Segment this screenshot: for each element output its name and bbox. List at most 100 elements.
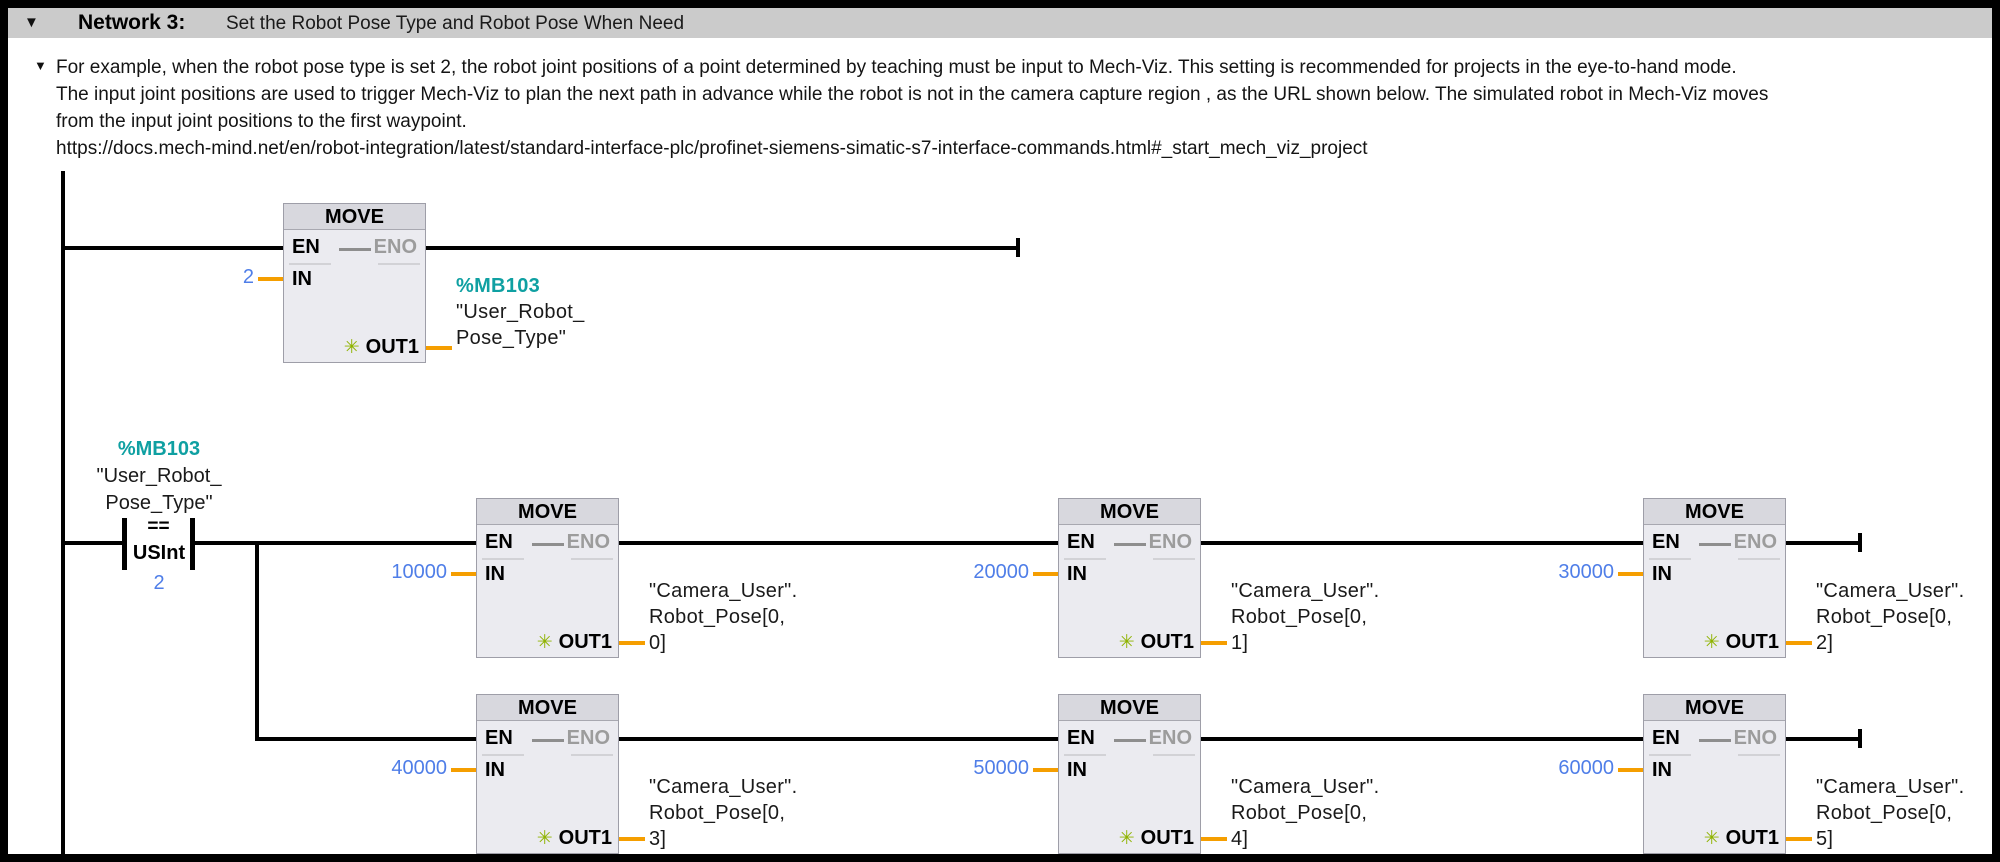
move-out-icon: ✳ <box>343 337 360 358</box>
move-block[interactable]: MOVE EN ENO IN ✳OUT1 <box>476 498 619 658</box>
pin-eno[interactable]: ENO <box>1733 531 1777 553</box>
out-wire <box>1201 837 1227 841</box>
comparator-datatype[interactable]: USInt <box>132 542 186 564</box>
in-constant[interactable]: 10000 <box>391 561 447 583</box>
pin-in[interactable]: IN <box>1067 759 1087 781</box>
comparator-operand[interactable]: %MB103 "User_Robot_ Pose_Type" <box>68 436 250 517</box>
pin-eno[interactable]: ENO <box>373 236 417 258</box>
move-block-title: MOVE <box>1059 499 1200 525</box>
wire-end-tick <box>1016 238 1020 257</box>
move-block[interactable]: MOVE EN ENO IN ✳OUT1 <box>1643 694 1786 854</box>
pin-out1[interactable]: OUT1 <box>365 336 419 358</box>
out-operand[interactable]: "Camera_User". Robot_Pose[0, 5] <box>1816 774 1964 852</box>
operand-tag: 1] <box>1231 632 1249 654</box>
pin-out1[interactable]: OUT1 <box>1140 827 1194 849</box>
in-constant[interactable]: 60000 <box>1558 757 1614 779</box>
network-title-text[interactable]: Set the Robot Pose Type and Robot Pose W… <box>226 13 685 34</box>
move-block-title: MOVE <box>477 695 618 721</box>
pin-in[interactable]: IN <box>1652 563 1672 585</box>
pin-eno[interactable]: ENO <box>566 727 610 749</box>
operand-tag: "Camera_User". <box>1231 776 1380 798</box>
network-comment[interactable]: For example, when the robot pose type is… <box>56 54 1768 162</box>
in-constant[interactable]: 2 <box>242 266 254 288</box>
comment-collapse-icon[interactable]: ▼ <box>34 58 47 73</box>
out-operand[interactable]: %MB103 "User_Robot_ Pose_Type" <box>456 273 585 351</box>
pin-underline <box>1738 754 1780 756</box>
pin-en[interactable]: EN <box>1652 531 1680 553</box>
pin-underline <box>1064 558 1106 560</box>
pin-out1[interactable]: OUT1 <box>1140 631 1194 653</box>
in-wire <box>1618 572 1643 576</box>
contact-bar-right <box>190 518 195 570</box>
en-eno-link <box>1113 543 1146 546</box>
branch-wire <box>255 541 259 741</box>
comment-line: from the input joint positions to the fi… <box>56 111 467 132</box>
out-operand[interactable]: "Camera_User". Robot_Pose[0, 0] <box>649 578 797 656</box>
pin-out1[interactable]: OUT1 <box>1725 827 1779 849</box>
pin-in[interactable]: IN <box>1652 759 1672 781</box>
wire <box>617 737 1058 741</box>
comparator-operator[interactable]: == <box>147 516 170 537</box>
pin-underline <box>289 263 331 265</box>
move-block[interactable]: MOVE EN ENO IN ✳OUT1 <box>476 694 619 854</box>
out-operand[interactable]: "Camera_User". Robot_Pose[0, 2] <box>1816 578 1964 656</box>
comparator-contact[interactable] <box>127 518 190 570</box>
operand-tag: Pose_Type" <box>105 492 213 514</box>
move-block[interactable]: MOVE EN ENO IN ✳OUT1 <box>283 203 426 363</box>
move-block[interactable]: MOVE EN ENO IN ✳OUT1 <box>1058 498 1201 658</box>
pin-en[interactable]: EN <box>292 236 320 258</box>
pin-in[interactable]: IN <box>1067 563 1087 585</box>
pin-eno[interactable]: ENO <box>1733 727 1777 749</box>
in-constant[interactable]: 50000 <box>973 757 1029 779</box>
pin-out1[interactable]: OUT1 <box>1725 631 1779 653</box>
pin-underline <box>571 558 613 560</box>
pin-eno[interactable]: ENO <box>1148 531 1192 553</box>
pin-underline <box>378 263 420 265</box>
network-collapse-icon[interactable]: ▼ <box>24 14 39 31</box>
pin-in[interactable]: IN <box>485 759 505 781</box>
out-operand[interactable]: "Camera_User". Robot_Pose[0, 3] <box>649 774 797 852</box>
pin-eno[interactable]: ENO <box>566 531 610 553</box>
pin-underline <box>482 754 524 756</box>
pin-en[interactable]: EN <box>485 727 513 749</box>
comparator-value[interactable]: 2 <box>153 572 165 594</box>
pin-out1[interactable]: OUT1 <box>558 631 612 653</box>
pin-out1[interactable]: OUT1 <box>558 827 612 849</box>
operand-tag: Robot_Pose[0, <box>649 802 786 824</box>
pin-underline <box>1153 558 1195 560</box>
in-constant[interactable]: 30000 <box>1558 561 1614 583</box>
wire <box>193 541 476 545</box>
pin-en[interactable]: EN <box>1067 727 1095 749</box>
out-operand[interactable]: "Camera_User". Robot_Pose[0, 1] <box>1231 578 1379 656</box>
move-block-title: MOVE <box>1644 499 1785 525</box>
wire <box>255 737 476 741</box>
pin-underline <box>1064 754 1106 756</box>
pin-en[interactable]: EN <box>485 531 513 553</box>
in-constant[interactable]: 40000 <box>391 757 447 779</box>
comment-line: For example, when the robot pose type is… <box>56 57 1737 78</box>
operand-tag: "User_Robot_ <box>96 465 222 487</box>
pin-en[interactable]: EN <box>1067 531 1095 553</box>
operand-tag: "Camera_User". <box>1816 776 1965 798</box>
wire <box>424 246 1018 250</box>
move-block-title: MOVE <box>1644 695 1785 721</box>
wire <box>61 246 283 250</box>
network-label: Network 3: <box>78 11 186 34</box>
in-wire <box>1618 768 1643 772</box>
move-out-icon: ✳ <box>1118 828 1135 849</box>
pin-en[interactable]: EN <box>1652 727 1680 749</box>
pin-underline <box>482 558 524 560</box>
operand-tag: Pose_Type" <box>456 327 567 349</box>
move-block[interactable]: MOVE EN ENO IN ✳OUT1 <box>1643 498 1786 658</box>
pin-in[interactable]: IN <box>485 563 505 585</box>
operand-address: %MB103 <box>117 438 201 460</box>
pin-in[interactable]: IN <box>292 268 312 290</box>
out-operand[interactable]: "Camera_User". Robot_Pose[0, 4] <box>1231 774 1379 852</box>
pin-eno[interactable]: ENO <box>1148 727 1192 749</box>
operand-tag: Robot_Pose[0, <box>1231 802 1368 824</box>
power-rail <box>61 171 65 854</box>
out-wire <box>426 346 452 350</box>
in-constant[interactable]: 20000 <box>973 561 1029 583</box>
move-block[interactable]: MOVE EN ENO IN ✳OUT1 <box>1058 694 1201 854</box>
in-wire <box>1033 572 1058 576</box>
